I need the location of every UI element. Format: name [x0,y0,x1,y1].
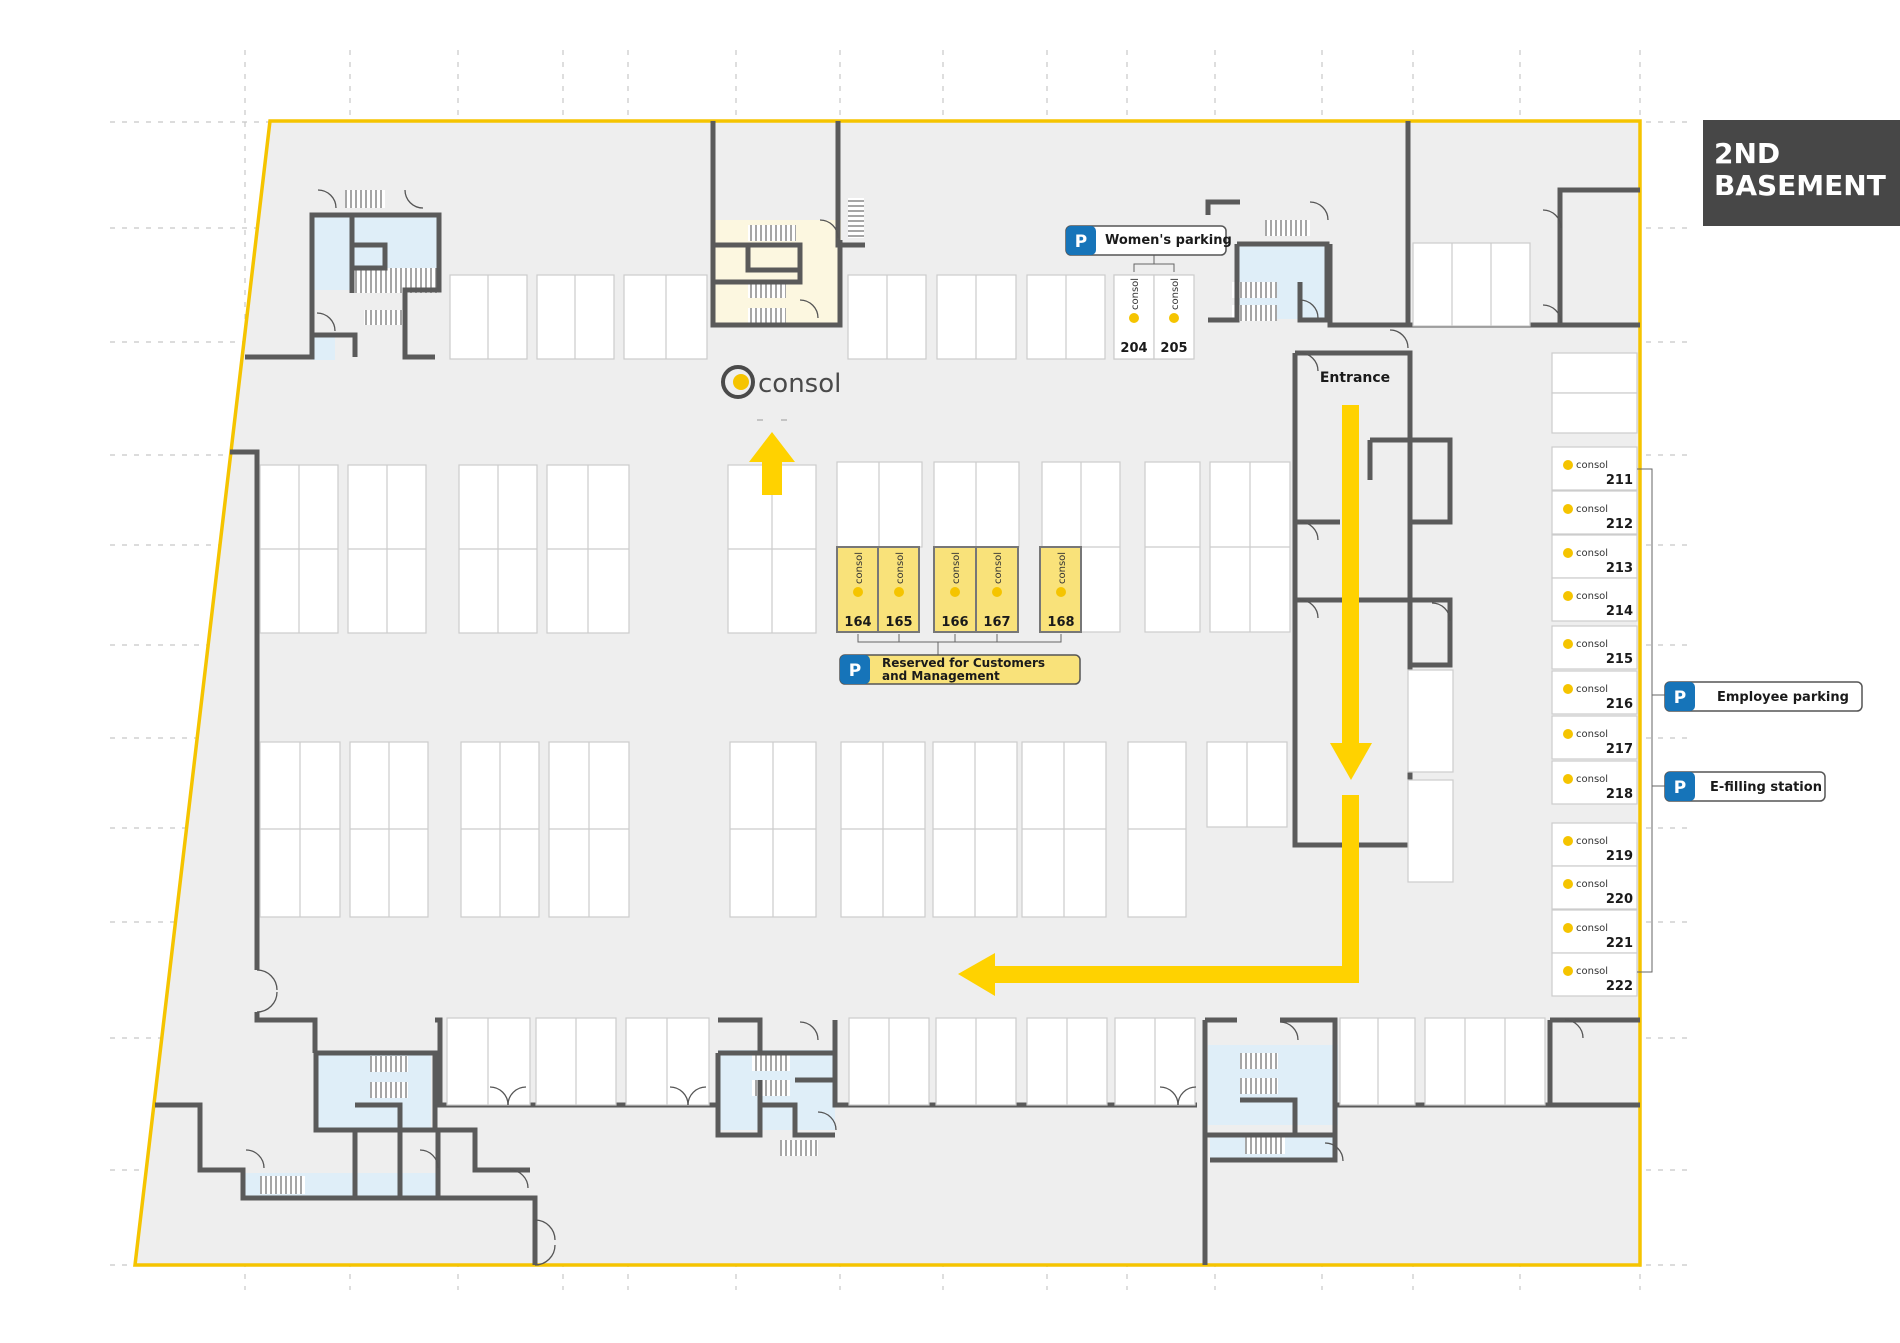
level-badge-line2: BASEMENT [1714,169,1886,202]
mini-logo-mark [1563,684,1573,694]
space-number-217: 217 [1606,742,1633,757]
level-badge: 2ND BASEMENT [1703,120,1900,226]
mini-logo-text: consol [1576,966,1608,977]
level-badge-line1: 2ND [1714,137,1781,170]
mini-logo-text: consol [1576,774,1608,785]
mini-logo-text: consol [1576,836,1608,847]
stair-core-top-left [312,190,439,360]
reserved-spaces [836,546,1082,633]
space-number-165: 165 [885,615,912,630]
arrow-up [749,432,795,495]
mini-logo-mark [1563,460,1573,470]
mini-logo-mark [1563,729,1573,739]
space-number-220: 220 [1606,892,1633,907]
stair-core-top-right [1232,220,1327,321]
mini-logo-mark [1563,591,1573,601]
space-number-219: 219 [1606,849,1633,864]
mini-logo-mark [1563,639,1573,649]
logo-wordmark: consol [758,369,841,399]
space-number-214: 214 [1606,604,1633,619]
mini-logo-text: consol [1576,460,1608,471]
womens-parking-tag: P Women's parking [1065,225,1232,256]
svg-text:consol: consol [895,552,906,584]
reserved-label-line1: Reserved for Customers [882,656,1045,670]
arrow-left-shaft [990,966,1359,983]
mini-logo-mark [1563,774,1573,784]
space-number-166: 166 [941,615,968,630]
parking-symbol: P [1674,778,1686,798]
space-number-168: 168 [1047,615,1074,630]
space-number-218: 218 [1606,787,1633,802]
reserved-tag: P Reserved for Customers and Management [839,654,1081,685]
womens-spaces: consol consol 204 205 [1113,255,1195,360]
mini-logo-mark [1563,879,1573,889]
svg-text:consol: consol [1057,552,1068,584]
stair-core-bottom-center [718,1050,835,1156]
svg-text:consol: consol [1170,278,1181,310]
entrance-label: Entrance [1320,370,1390,386]
space-number-167: 167 [983,615,1010,630]
e-filling-tag: P E-filling station [1664,771,1826,802]
reserved-bracket [857,634,1062,655]
parking-symbol: P [1075,232,1087,252]
arrow-down-head [1330,743,1372,780]
svg-text:consol: consol [854,552,865,584]
arrow-down-shaft [1342,405,1359,745]
reserved-mini-logos: consol consol consol consol consol [853,552,1068,597]
mini-logo-text: consol [1576,923,1608,934]
employee-spaces: consol 211 consol 212 consol 213 consol 214 cons… [1551,446,1638,997]
space-number-204: 204 [1120,341,1147,356]
arrow-left-head [958,953,995,996]
parking-symbol: P [1674,688,1686,708]
mini-logo-mark [1563,836,1573,846]
svg-text:consol: consol [993,552,1004,584]
svg-text:consol: consol [951,552,962,584]
mini-logo-text: consol [1576,504,1608,515]
space-number-212: 212 [1606,517,1633,532]
mini-logo-mark [1563,548,1573,558]
space-number-164: 164 [844,615,871,630]
space-number-211: 211 [1606,473,1633,488]
mini-logo-text: consol [1576,548,1608,559]
mini-logo-mark [1563,923,1573,933]
direction-arrows [749,405,1372,996]
employee-bracket [1637,468,1665,973]
mini-logo-text: consol [1576,729,1608,740]
space-number-215: 215 [1606,652,1633,667]
reserved-label-line2: and Management [882,669,1000,683]
employee-parking-tag: P Employee parking [1664,681,1863,712]
arrow-left-vertical [1342,795,1359,983]
mini-logo-mark [1563,504,1573,514]
space-number-205: 205 [1160,341,1187,356]
space-number-216: 216 [1606,697,1633,712]
stair-core-bottom-right [1208,1045,1338,1158]
svg-text:consol: consol [1130,278,1141,310]
e-filling-label: E-filling station [1710,780,1822,795]
mini-logo-text: consol [1576,591,1608,602]
stair-core-bottom-left [243,1053,438,1198]
reserved-numbers: 164 165 166 167 168 [844,615,1074,630]
space-number-213: 213 [1606,561,1633,576]
space-number-222: 222 [1606,979,1633,994]
doors [245,189,1584,1266]
mini-logo-text: consol [1576,684,1608,695]
consol-logo: consol [721,365,841,399]
space-number-221: 221 [1606,936,1633,951]
mini-logo-text: consol [1576,639,1608,650]
mini-logo-text: consol [1576,879,1608,890]
mini-logo-mark [1563,966,1573,976]
parking-symbol: P [849,661,861,681]
employee-parking-label: Employee parking [1717,690,1849,705]
womens-parking-label: Women's parking [1105,233,1232,248]
logo-mark [721,365,755,399]
